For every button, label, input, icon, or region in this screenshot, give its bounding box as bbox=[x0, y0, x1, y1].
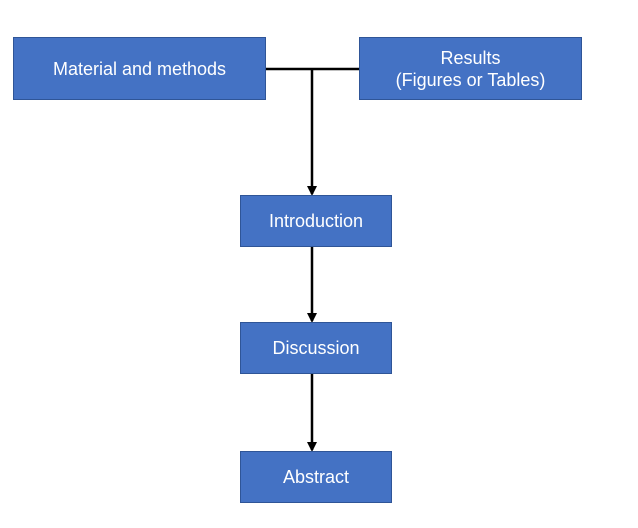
box-results: Results (Figures or Tables) bbox=[359, 37, 582, 100]
box-discussion-label: Discussion bbox=[272, 338, 360, 358]
box-discussion: Discussion bbox=[240, 322, 392, 374]
box-results-label: Results bbox=[440, 47, 501, 68]
box-abstract-label: Abstract bbox=[282, 467, 350, 487]
box-introduction-label: Introduction bbox=[268, 211, 364, 231]
box-abstract: Abstract bbox=[240, 451, 392, 503]
box-results-sublabel: (Figures or Tables) bbox=[395, 69, 546, 90]
box-material-and-methods: Material and methods bbox=[13, 37, 266, 100]
box-introduction: Introduction bbox=[240, 195, 392, 247]
box-material-and-methods-label: Material and methods bbox=[52, 58, 227, 79]
